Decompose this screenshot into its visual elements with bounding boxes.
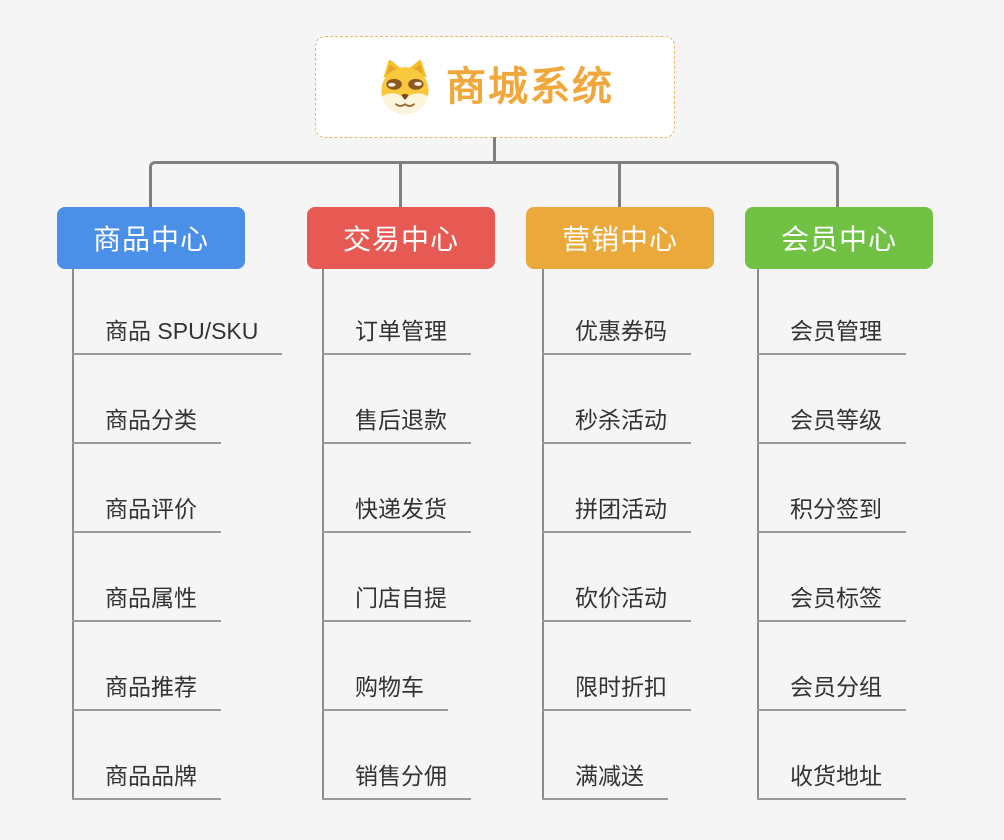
tree-item[interactable]: 商品属性 [72, 584, 221, 622]
tree-item[interactable]: 订单管理 [322, 317, 471, 355]
connector-root-stub [493, 137, 496, 163]
tree-item[interactable]: 积分签到 [757, 495, 906, 533]
tree-item[interactable]: 商品评价 [72, 495, 221, 533]
connector-drop-trade [399, 163, 402, 207]
trunk-product-center [72, 269, 74, 800]
root-title: 商城系统 [446, 65, 614, 109]
tree-item[interactable]: 限时折扣 [542, 673, 691, 711]
tree-item[interactable]: 满减送 [542, 762, 668, 800]
tree-item[interactable]: 商品品牌 [72, 762, 221, 800]
trunk-marketing-center [542, 269, 544, 800]
branch-box-product-center[interactable]: 商品中心 [57, 207, 245, 269]
tree-item[interactable]: 会员分组 [757, 673, 906, 711]
root-node-mall-system[interactable]: 商城系统 [315, 36, 675, 138]
tree-item[interactable]: 优惠券码 [542, 317, 691, 355]
tree-item[interactable]: 会员标签 [757, 584, 906, 622]
trunk-member-center [757, 269, 759, 800]
tree-item[interactable]: 商品 SPU/SKU [72, 317, 283, 355]
connector-bracket [149, 161, 839, 207]
branch-label: 交易中心 [342, 224, 459, 255]
branch-label: 商品中心 [92, 224, 209, 255]
tree-item[interactable]: 会员等级 [757, 406, 906, 444]
tree-item[interactable]: 门店自提 [322, 584, 471, 622]
tree-item[interactable]: 购物车 [322, 673, 448, 711]
tree-item[interactable]: 秒杀活动 [542, 406, 691, 444]
branch-label: 营销中心 [561, 224, 678, 255]
tree-item[interactable]: 会员管理 [757, 317, 906, 355]
trunk-trade-center [322, 269, 324, 800]
tree-item[interactable]: 商品推荐 [72, 673, 221, 711]
branch-label: 会员中心 [780, 224, 897, 255]
tree-item[interactable]: 砍价活动 [542, 584, 691, 622]
tree-item[interactable]: 快递发货 [322, 495, 471, 533]
tree-item[interactable]: 收货地址 [757, 762, 906, 800]
connector-drop-marketing [618, 163, 621, 207]
branch-box-marketing-center[interactable]: 营销中心 [526, 207, 714, 269]
branch-box-trade-center[interactable]: 交易中心 [307, 207, 495, 269]
tree-item[interactable]: 商品分类 [72, 406, 221, 444]
tree-item[interactable]: 拼团活动 [542, 495, 691, 533]
tree-item[interactable]: 售后退款 [322, 406, 471, 444]
tree-item[interactable]: 销售分佣 [322, 762, 471, 800]
doge-icon [381, 59, 429, 115]
branch-box-member-center[interactable]: 会员中心 [745, 207, 933, 269]
